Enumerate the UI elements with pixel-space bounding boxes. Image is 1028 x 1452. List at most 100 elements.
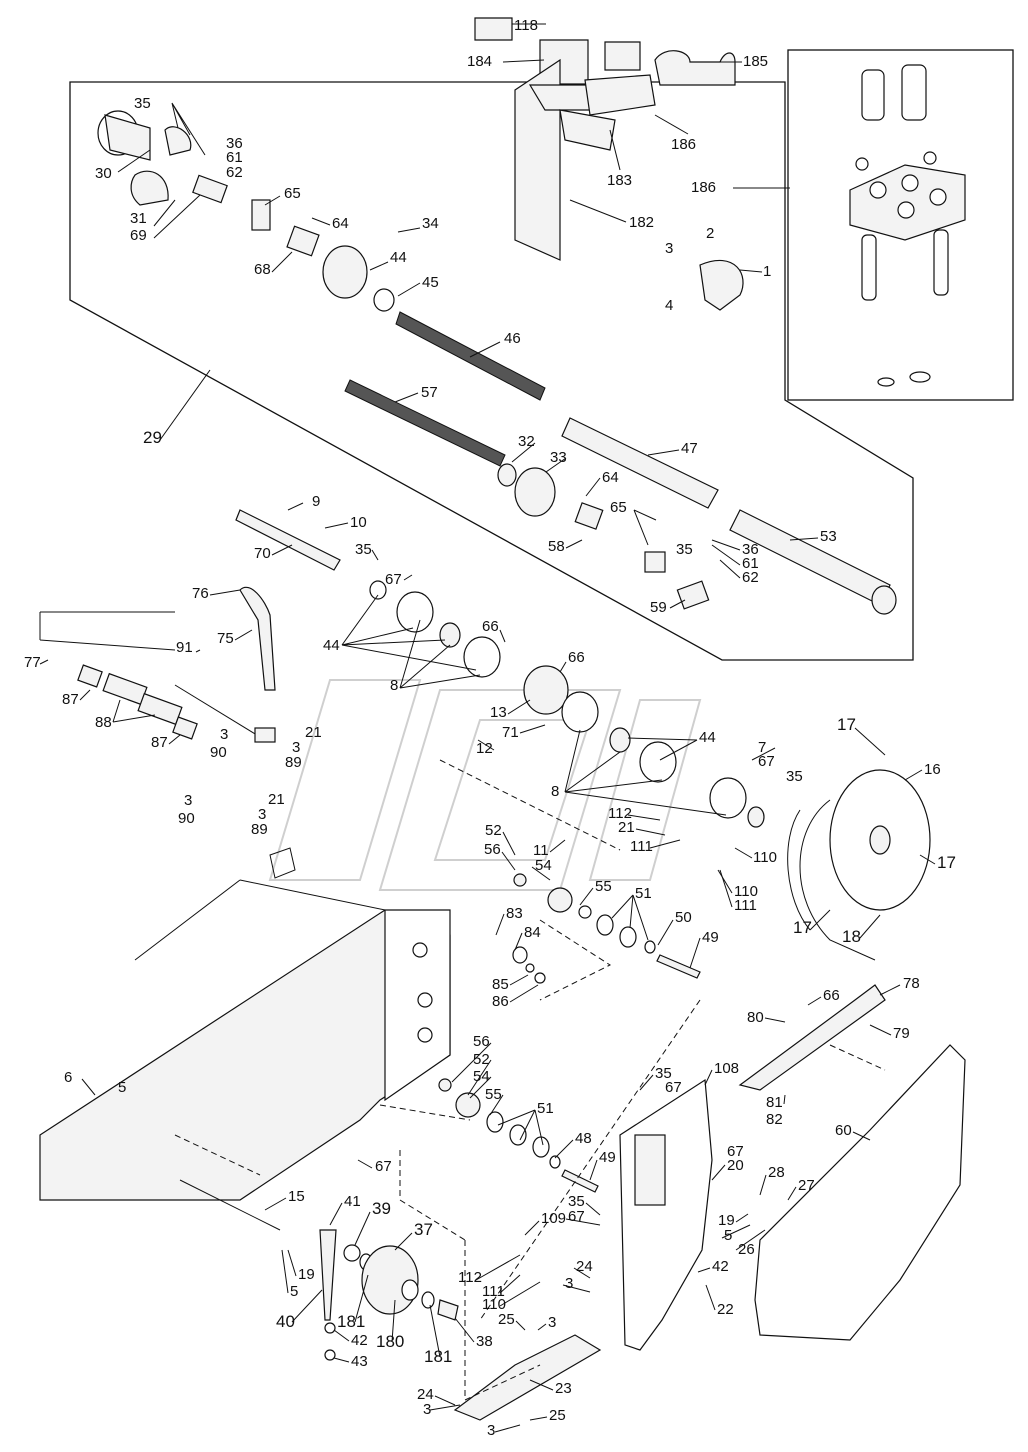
callout-label: 61 xyxy=(742,555,759,572)
callout-label: 52 xyxy=(485,822,502,839)
callout-label: 81 xyxy=(766,1094,783,1111)
callout-label: 62 xyxy=(226,164,243,181)
callout-label: 21 xyxy=(305,724,322,741)
callout-label: 24 xyxy=(417,1386,434,1403)
callout-label: 78 xyxy=(903,975,920,992)
callout-label: 26 xyxy=(738,1241,755,1258)
callout-label: 68 xyxy=(254,261,271,278)
callout-label: 181 xyxy=(424,1347,452,1366)
callout-label: 46 xyxy=(504,330,521,347)
callout-label: 89 xyxy=(251,821,268,838)
callout-label: 49 xyxy=(599,1149,616,1166)
callout-label: 38 xyxy=(476,1333,493,1350)
callout-label: 39 xyxy=(372,1199,391,1218)
watermark-logo xyxy=(268,679,702,891)
callout-label: 67 xyxy=(385,571,402,588)
callout-label: 48 xyxy=(575,1130,592,1147)
callout-label: 118 xyxy=(514,17,538,34)
callout-label: 32 xyxy=(518,433,535,450)
callout-label: 25 xyxy=(549,1407,566,1424)
callout-label: 3 xyxy=(423,1401,431,1418)
callout-label: 25 xyxy=(498,1311,515,1328)
callout-label: 90 xyxy=(178,810,195,827)
hydraulic-kit-frame xyxy=(787,49,1014,401)
callout-label: 53 xyxy=(820,528,837,545)
callout-label: 17 xyxy=(937,853,956,872)
callout-label: 87 xyxy=(151,734,168,751)
callout-label: 67 xyxy=(727,1143,744,1160)
callout-label: 79 xyxy=(893,1025,910,1042)
callout-label: 22 xyxy=(717,1301,734,1318)
callout-label: 66 xyxy=(568,649,585,666)
callout-label: 58 xyxy=(548,538,565,555)
callout-label: 37 xyxy=(414,1220,433,1239)
callout-label: 30 xyxy=(95,165,112,182)
callout-label: 110 xyxy=(482,1296,506,1313)
callout-label: 67 xyxy=(665,1079,682,1096)
callout-label: 112 xyxy=(458,1269,482,1286)
assembly-guide-lines xyxy=(174,759,886,1401)
callout-label: 34 xyxy=(422,215,439,232)
idler-assembly xyxy=(319,1229,459,1361)
callout-label: 13 xyxy=(490,704,507,721)
callout-label: 83 xyxy=(506,905,523,922)
callout-label: 91 xyxy=(176,639,193,656)
callout-label: 185 xyxy=(743,53,768,70)
callout-label: 67 xyxy=(568,1208,585,1225)
callout-label: 1 xyxy=(763,263,771,280)
callout-label: 24 xyxy=(576,1258,593,1275)
callout-label: 57 xyxy=(421,384,438,401)
callout-label: 51 xyxy=(635,885,652,902)
callout-label: 17 xyxy=(837,715,856,734)
callout-label: 17 xyxy=(793,918,812,937)
callout-label: 4 xyxy=(665,297,673,314)
callout-label: 61 xyxy=(226,149,243,166)
callout-label: 109 xyxy=(541,1210,566,1227)
callout-label: 36 xyxy=(226,135,243,152)
callout-label: 35 xyxy=(655,1065,672,1082)
callout-label: 52 xyxy=(473,1051,490,1068)
callout-label: 111 xyxy=(482,1283,505,1300)
callout-label: 44 xyxy=(699,729,716,746)
callout-label: 5 xyxy=(290,1283,298,1300)
callout-label: 3 xyxy=(258,806,266,823)
callout-label: 186 xyxy=(691,179,716,196)
callout-label: 7 xyxy=(758,739,766,756)
callout-label: 2 xyxy=(706,225,714,242)
callout-label: 20 xyxy=(727,1157,744,1174)
callout-label: 3 xyxy=(184,792,192,809)
callout-label: 76 xyxy=(192,585,209,602)
callout-label: 75 xyxy=(217,630,234,647)
callout-label: 71 xyxy=(502,724,519,741)
callout-label: 110 xyxy=(734,883,758,900)
callout-label: 90 xyxy=(210,744,227,761)
callout-label: 66 xyxy=(482,618,499,635)
callout-label: 111 xyxy=(630,838,653,855)
callout-label: 70 xyxy=(254,545,271,562)
callout-label: 16 xyxy=(924,761,941,778)
callout-label: 59 xyxy=(650,599,667,616)
callout-label: 5 xyxy=(724,1227,732,1244)
callout-label: 89 xyxy=(285,754,302,771)
callout-label: 18 xyxy=(842,927,861,946)
callout-label: 66 xyxy=(823,987,840,1004)
side-plate-cover xyxy=(453,984,966,1421)
callout-label: 84 xyxy=(524,924,541,941)
callout-label: 67 xyxy=(758,753,775,770)
callout-label: 67 xyxy=(375,1158,392,1175)
callout-label: 45 xyxy=(422,274,439,291)
callout-label: 9 xyxy=(312,493,320,510)
callout-label: 3 xyxy=(220,726,228,743)
callout-label: 42 xyxy=(712,1258,729,1275)
callout-label: 12 xyxy=(476,740,493,757)
callout-label: 43 xyxy=(351,1353,368,1370)
callout-label: 35 xyxy=(355,541,372,558)
callout-label: 87 xyxy=(62,691,79,708)
callout-label: 49 xyxy=(702,929,719,946)
callout-label: 85 xyxy=(492,976,509,993)
middle-assembly-parts xyxy=(39,509,765,828)
callout-label: 65 xyxy=(610,499,627,516)
callout-label: 11 xyxy=(533,842,549,859)
